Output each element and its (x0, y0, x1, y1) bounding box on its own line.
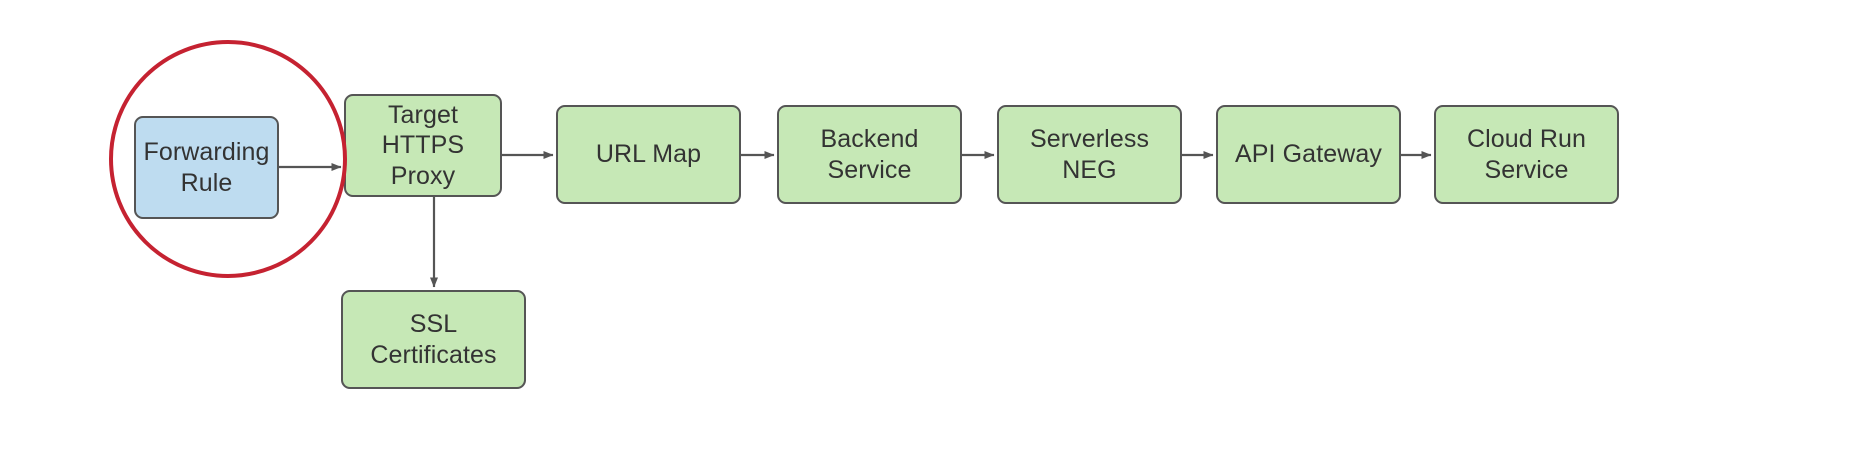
highlight-circle-forwarding-rule (109, 40, 347, 278)
node-serverless-neg-label: Serverless NEG (1029, 125, 1150, 184)
node-api-gateway[interactable]: API Gateway (1216, 105, 1401, 204)
node-url-map-label: URL Map (595, 140, 702, 169)
node-target-https-proxy[interactable]: Target HTTPS Proxy (344, 94, 502, 197)
node-cloud-run-service[interactable]: Cloud Run Service (1434, 105, 1619, 204)
node-backend-service[interactable]: Backend Service (777, 105, 962, 204)
node-cloud-run-service-label: Cloud Run Service (1466, 125, 1587, 184)
node-target-https-proxy-label: Target HTTPS Proxy (381, 100, 465, 190)
node-serverless-neg[interactable]: Serverless NEG (997, 105, 1182, 204)
node-api-gateway-label: API Gateway (1235, 140, 1382, 169)
node-ssl-certificates[interactable]: SSL Certificates (341, 290, 526, 389)
node-url-map[interactable]: URL Map (556, 105, 741, 204)
node-ssl-certificates-label: SSL Certificates (370, 310, 497, 369)
node-backend-service-label: Backend Service (820, 125, 919, 184)
